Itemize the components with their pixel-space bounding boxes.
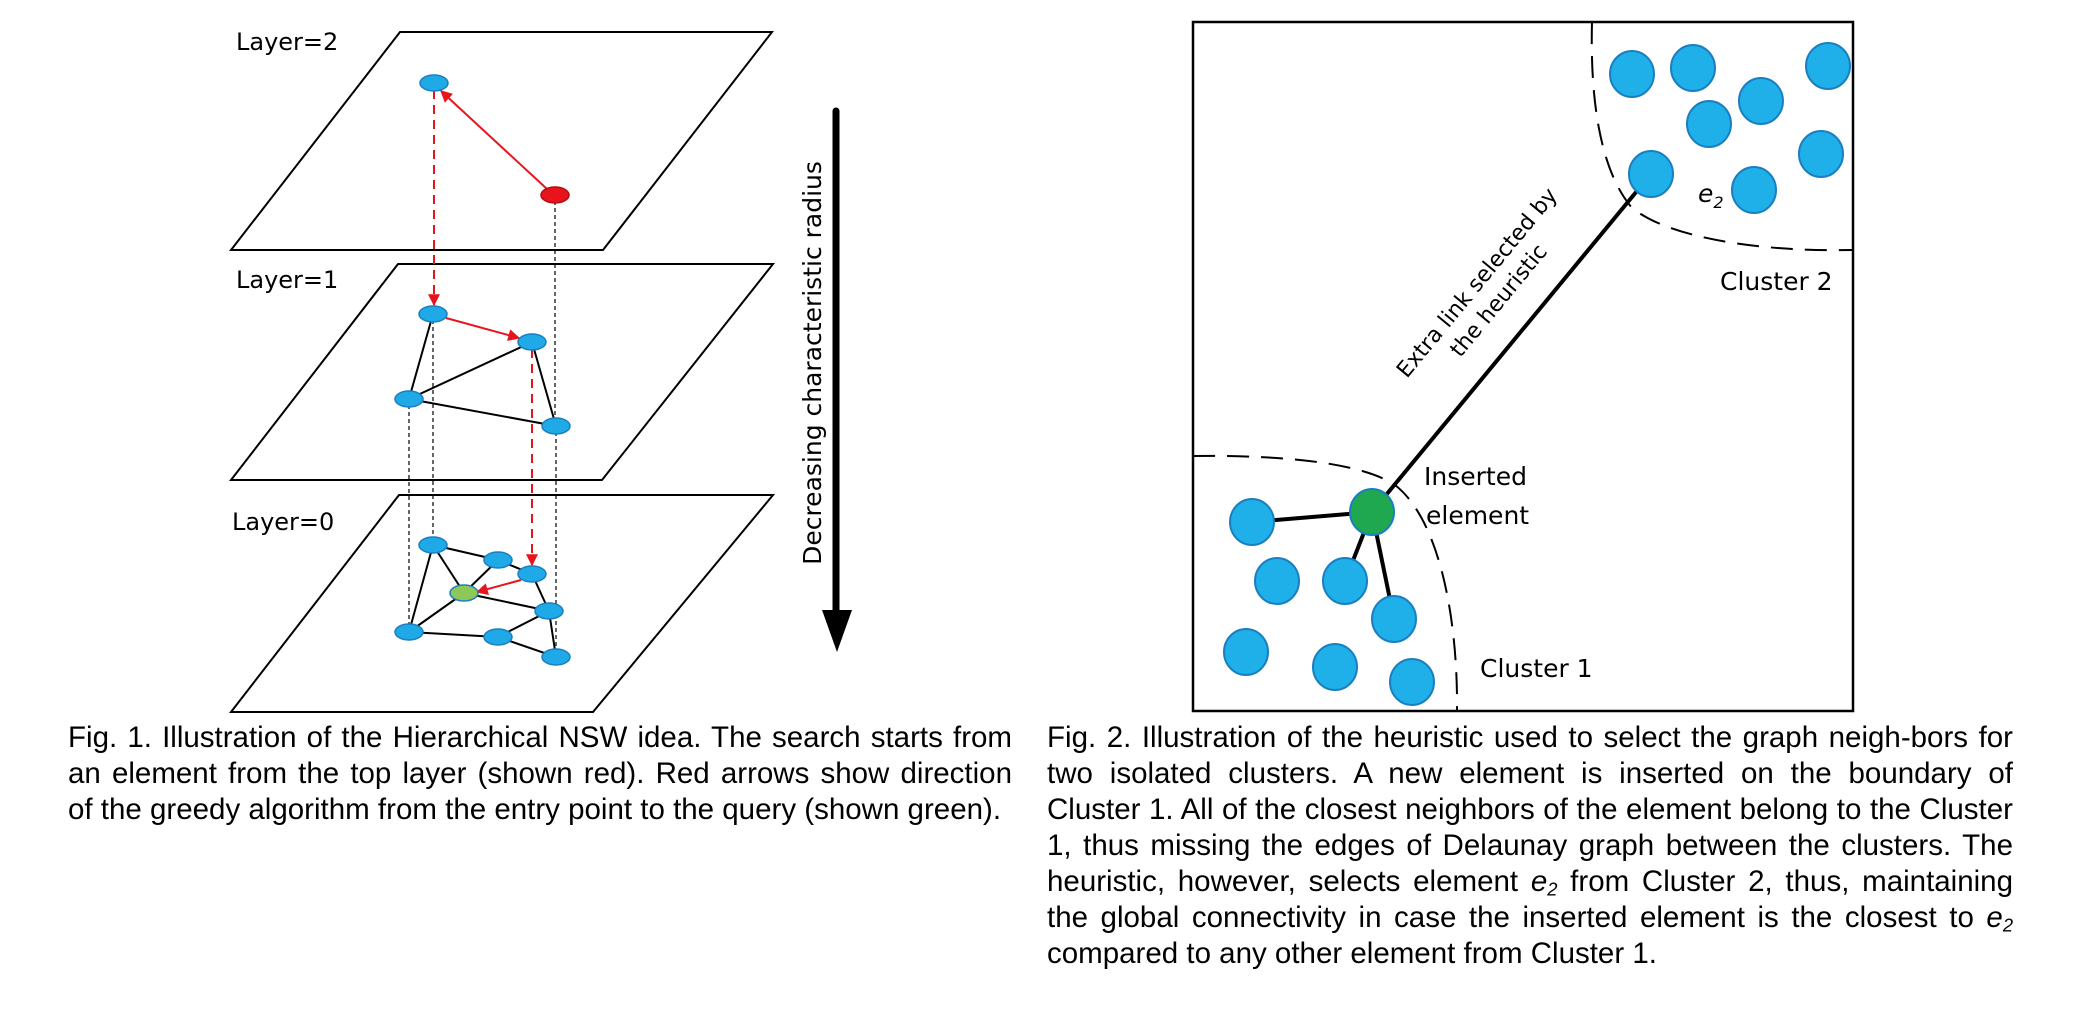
e2-node — [1628, 150, 1674, 198]
graph-node — [541, 417, 571, 435]
figure-1-caption: Fig. 1. Illustration of the Hierarchical… — [68, 721, 1012, 826]
greedy-arrow-l1 — [445, 317, 521, 341]
query-node — [449, 584, 479, 602]
graph-edge — [408, 313, 434, 400]
greedy-path-arrows — [440, 90, 548, 595]
cluster-node — [1798, 130, 1844, 178]
graph-edge — [408, 398, 557, 427]
layer-1-edges — [408, 313, 557, 427]
layer-0-label: Layer=0 — [232, 508, 334, 536]
cluster-node — [1609, 50, 1655, 98]
entry-point-node — [540, 186, 570, 204]
graph-node — [418, 305, 448, 323]
graph-node — [394, 623, 424, 641]
graph-node — [394, 390, 424, 408]
cluster-node — [1686, 100, 1732, 148]
cluster-1-label: Cluster 1 — [1480, 654, 1593, 683]
figure-2-caption: Fig. 2. Illustration of the heuristic us… — [1047, 720, 2013, 972]
graph-node — [534, 602, 564, 620]
e2-symbol: e2 — [1530, 865, 1558, 900]
graph-edge — [531, 341, 557, 427]
red-drop-lines — [428, 90, 538, 567]
graph-edge — [408, 631, 499, 638]
layer-0-plane — [228, 494, 776, 713]
cluster-node — [1312, 643, 1358, 691]
cluster-node — [1229, 498, 1275, 546]
decreasing-radius-label: Decreasing characteristic radius — [798, 161, 827, 565]
graph-edge — [408, 341, 533, 400]
layer-0: Layer=0 — [228, 494, 776, 713]
graph-node — [483, 628, 513, 646]
e2-symbol: e2 — [1986, 901, 2013, 936]
cluster-node — [1670, 44, 1716, 92]
cluster-2-label: Cluster 2 — [1720, 267, 1833, 296]
greedy-arrow-l2 — [440, 90, 548, 190]
layer-2-label: Layer=2 — [236, 28, 338, 56]
layer-2: Layer=2 — [228, 28, 775, 251]
caption-text: from Cluster 2, thus, maintaining the gl… — [1047, 865, 2013, 934]
cluster-node — [1223, 628, 1269, 676]
arrow-down-icon — [822, 610, 852, 652]
cluster-node — [1389, 658, 1435, 706]
cluster-1-nodes — [1223, 488, 1435, 706]
layer-0-nodes — [394, 536, 571, 666]
graph-edge — [463, 592, 550, 612]
e2-label: e2 — [1698, 179, 1724, 212]
inserted-element-node — [1349, 488, 1395, 536]
figure-2-frame — [1191, 20, 1855, 713]
cluster-node — [1805, 42, 1851, 90]
cluster-node — [1322, 557, 1368, 605]
graph-node — [517, 565, 547, 583]
layer-2-plane — [228, 31, 775, 251]
figure-1-hnsw: Layer=2 Layer=1 Layer=0 — [228, 28, 852, 713]
graph-node — [541, 648, 571, 666]
greedy-arrow-l0 — [475, 579, 522, 595]
graph-node — [418, 536, 448, 554]
graph-edge — [408, 544, 434, 633]
graph-node — [517, 333, 547, 351]
layer-1-nodes — [394, 305, 571, 435]
layer-1-label: Layer=1 — [236, 266, 338, 294]
cluster-node — [1254, 557, 1300, 605]
layer-1-plane — [228, 263, 776, 481]
cluster-node — [1738, 77, 1784, 125]
cluster-node — [1371, 595, 1417, 643]
graph-node — [483, 551, 513, 569]
cluster-2-boundary — [1590, 21, 1854, 252]
cluster-node — [1731, 166, 1777, 214]
graph-node — [419, 74, 449, 92]
inserted-element-label-line1: Inserted — [1424, 462, 1527, 491]
figure-2-heuristic: e2 Cluster 2 Cluster 1 Inserted element … — [1191, 20, 1855, 713]
inserted-element-label-line2: element — [1426, 501, 1529, 530]
layer-2-nodes — [419, 74, 570, 204]
caption-text: Fig. 2. Illustration of the heuristic us… — [1047, 721, 2013, 898]
heuristic-extra-link — [1370, 172, 1653, 514]
cluster-2-nodes — [1609, 42, 1851, 214]
layer-1: Layer=1 — [228, 263, 776, 481]
decreasing-radius-arrow: Decreasing characteristic radius — [798, 107, 852, 652]
caption-text: compared to any other element from Clust… — [1047, 937, 1657, 970]
